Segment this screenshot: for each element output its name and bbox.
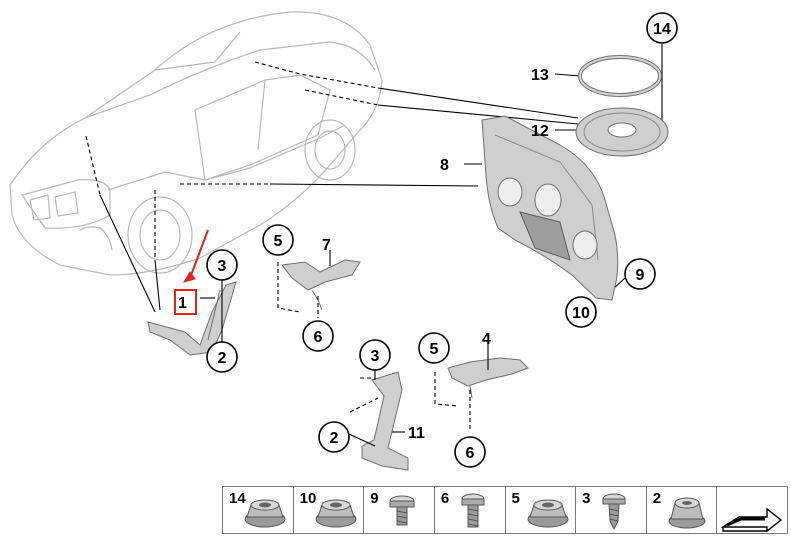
callout-12-label: 12 [531,123,549,140]
callout-8-label: 8 [440,157,449,174]
flange-nut-icon [244,499,286,528]
legend-cell-3: 3 [576,487,647,533]
legend-cell-2: 2 [647,487,718,533]
fastener-hints [277,262,471,430]
legend-label: 2 [652,490,662,507]
flange-nut-icon [527,499,568,528]
fastener-legend: 14 10 9 6 [222,486,788,534]
part-8-heat-shield [481,115,619,301]
legend-cell-9: 9 [364,487,435,533]
legend-label: 9 [370,490,379,507]
callout-11-label: 11 [408,425,425,442]
legend-label: 14 [229,490,246,507]
callout-10-label: 10 [572,305,590,322]
callout-3-top: 3 [206,249,238,281]
callout-2-bottom-label: 2 [330,430,339,447]
callout-10: 10 [565,296,597,328]
part-11-bracket [361,371,409,471]
callout-13-label: 13 [531,67,549,84]
legend-label: 6 [440,490,450,507]
callout-5-bottom-label: 5 [430,341,439,358]
callout-6-top: 6 [302,320,334,352]
part-7-bracket [281,259,361,311]
callout-2-bottom: 2 [318,421,350,453]
legend-label: 5 [511,490,520,507]
tapping-screw-icon [602,493,626,531]
callout-5-bottom: 5 [418,332,450,364]
callout-1-label: 1 [178,295,187,312]
part-13-sealing-ring [578,55,662,97]
part-1-bracket [147,281,237,356]
legend-cell-14: 14 [223,487,294,533]
legend-cell-10: 10 [294,487,365,533]
collar-nut-icon [668,497,706,529]
callout-9-label: 9 [636,267,645,284]
callout-5-top: 5 [262,224,294,256]
callout-3-top-label: 3 [218,258,227,275]
callout-5-top-label: 5 [274,233,283,250]
screw-icon [389,495,415,526]
callout-9: 9 [624,258,656,290]
callout-6-top-label: 6 [314,329,323,346]
arrow-symbol-icon [720,507,783,533]
legend-cell-6: 6 [435,487,506,533]
callout-14: 14 [646,12,678,44]
callout-6-bottom-label: 6 [466,445,475,462]
legend-label: 3 [582,490,591,507]
part-12-mount-plate [575,107,669,157]
callout-2-top-label: 2 [218,350,227,367]
callout-2-top: 2 [206,341,238,373]
callout-14-label: 14 [653,21,671,38]
legend-label: 10 [299,490,317,507]
callout-3-bottom: 3 [359,339,391,371]
legend-cell-symbol [717,487,787,533]
vehicle-outline [9,11,383,276]
screw-icon [461,493,485,528]
callout-6-bottom: 6 [454,436,486,468]
callout-7-label: 7 [322,237,331,254]
legend-cell-5: 5 [506,487,577,533]
highlight-marker [174,229,209,315]
flange-nut-icon [315,499,357,528]
callout-3-bottom-label: 3 [371,348,380,365]
callout-4-label: 4 [482,331,491,348]
part-4-bracket [447,357,529,399]
